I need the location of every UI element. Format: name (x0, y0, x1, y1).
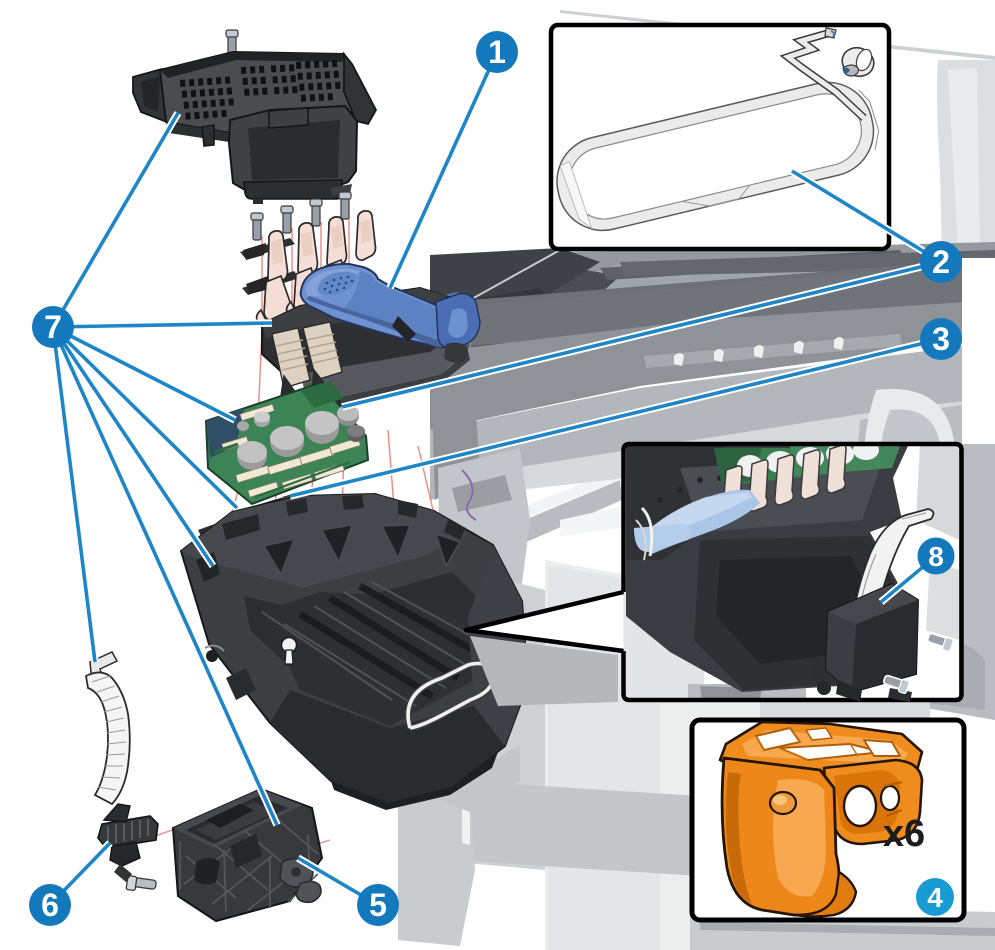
svg-text:x6: x6 (883, 813, 925, 855)
svg-text:7: 7 (44, 309, 62, 345)
svg-text:8: 8 (928, 541, 944, 572)
svg-text:6: 6 (41, 887, 59, 923)
svg-text:4: 4 (927, 882, 943, 913)
svg-text:1: 1 (488, 34, 506, 70)
svg-text:3: 3 (932, 321, 950, 357)
svg-text:2: 2 (932, 244, 950, 280)
svg-text:5: 5 (369, 887, 387, 923)
